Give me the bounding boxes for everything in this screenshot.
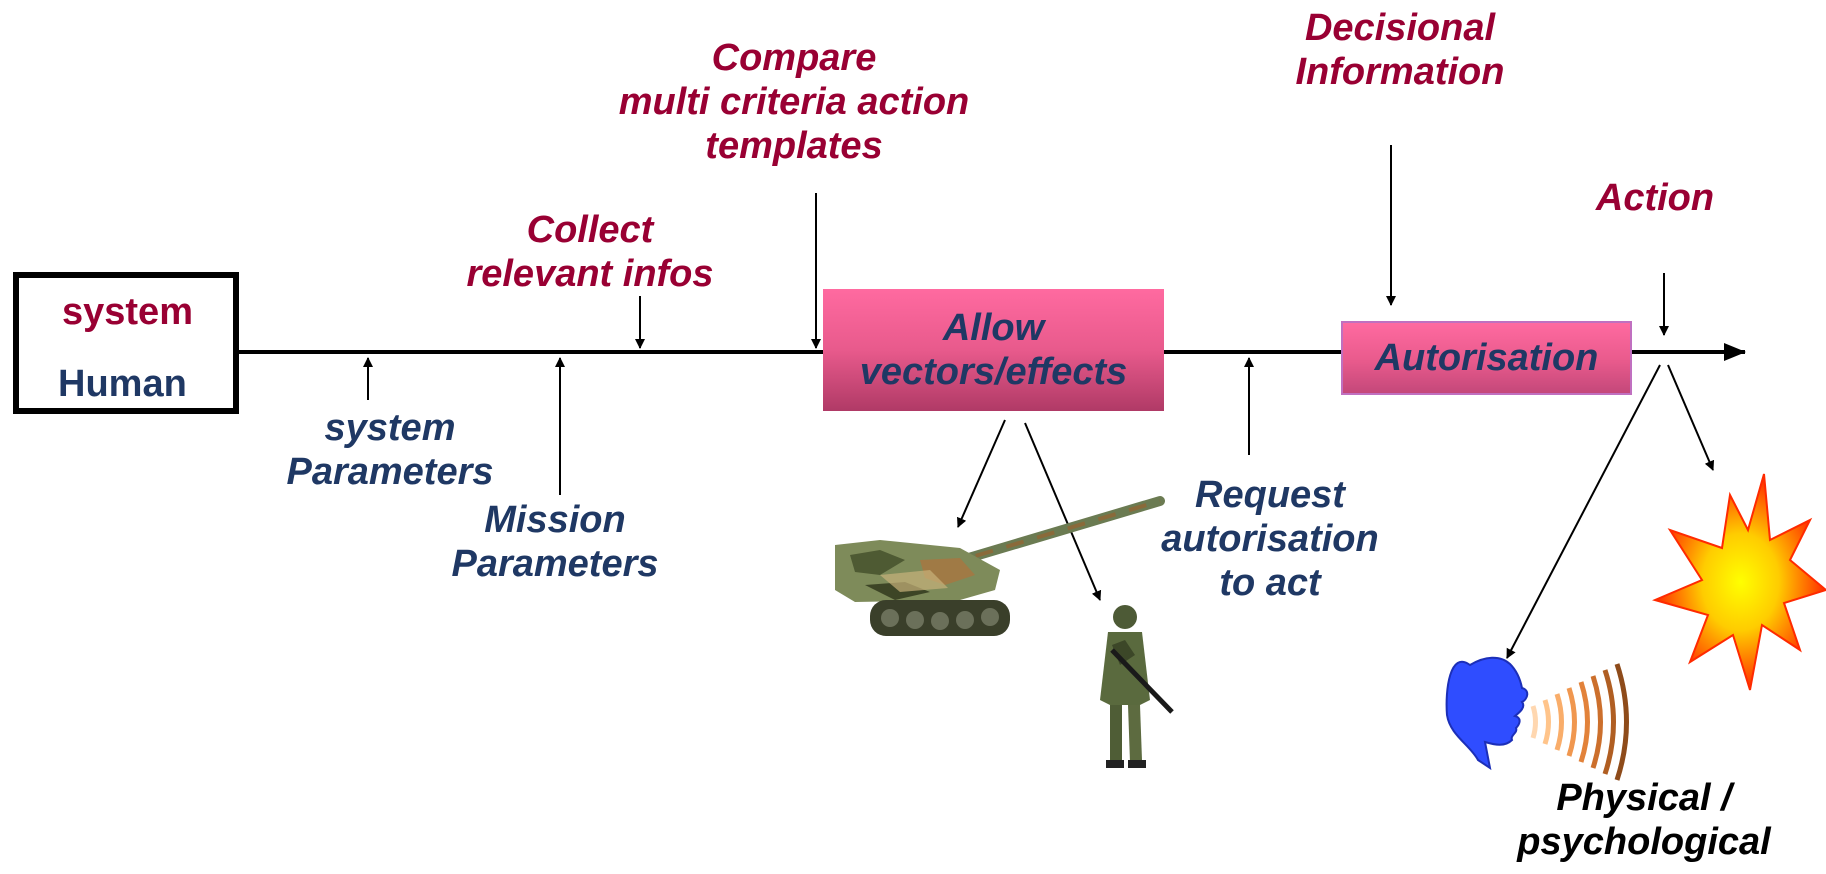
collect-label: Collect relevant infos (466, 209, 714, 295)
system-human-box (13, 272, 239, 414)
autorisation-box: Autorisation (1341, 321, 1632, 395)
allow-to-soldier-arrow (1024, 422, 1102, 601)
tank-image (835, 496, 1165, 636)
allow-vectors-effects-box: Allow vectors/effects (823, 289, 1164, 411)
speaking-head-icon (1445, 656, 1629, 781)
mission-parameters-label: Mission Parameters (451, 499, 659, 585)
allow-box-label: Allow vectors/effects (859, 307, 1128, 393)
action-label: Action (1595, 177, 1715, 219)
request-autorisation-label: Request autorisation to act (1161, 474, 1379, 604)
human-box-label: Human (58, 363, 187, 405)
system-box-label: system (62, 291, 193, 333)
action-to-explosion-arrow (1667, 364, 1715, 471)
action-to-head-arrow (1506, 364, 1661, 659)
allow-to-tank-arrow (957, 419, 1006, 528)
autorisation-box-label: Autorisation (1374, 337, 1599, 379)
decisional-information-label: Decisional Information (1295, 7, 1505, 93)
system-parameters-label: system Parameters (286, 407, 494, 493)
physical-psychological-label: Physical / psychological (1517, 777, 1771, 863)
compare-label: Compare multi criteria action templates (618, 37, 970, 167)
soldier-image (1100, 605, 1174, 768)
explosion-icon (1651, 473, 1826, 691)
